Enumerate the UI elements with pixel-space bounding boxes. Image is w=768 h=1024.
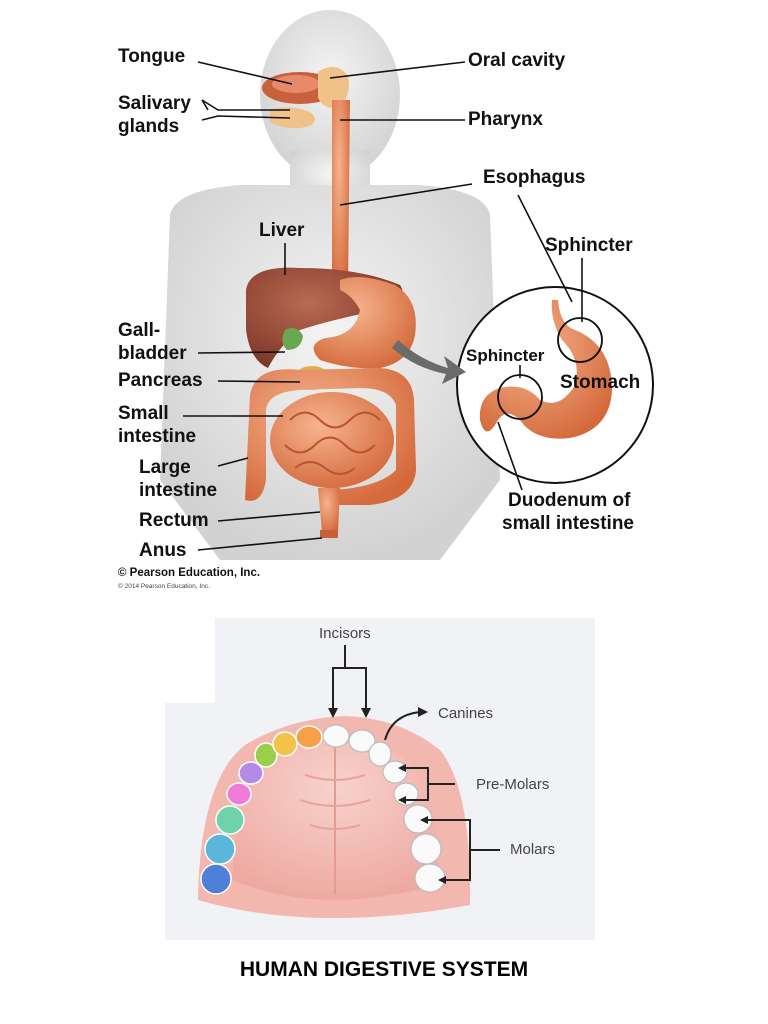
label-gallbladder-2: bladder xyxy=(118,343,187,364)
leader-lines xyxy=(183,61,583,551)
label-premolars: Pre-Molars xyxy=(476,776,550,793)
label-duodenum-1: Duodenum of xyxy=(508,490,631,511)
teeth-arrows xyxy=(332,645,500,881)
anus-shape xyxy=(320,530,338,538)
label-sphincter-lower: Sphincter xyxy=(466,346,545,365)
gallbladder-shape xyxy=(282,328,303,350)
label-esophagus: Esophagus xyxy=(483,167,586,188)
copyright-small: © 2014 Pearson Education, Inc. xyxy=(118,583,210,590)
label-anus: Anus xyxy=(139,540,187,561)
label-rectum: Rectum xyxy=(139,510,209,531)
label-large-intestine-1: Large xyxy=(139,457,191,478)
oral-cavity-shape xyxy=(262,66,349,129)
esophagus-shape xyxy=(332,100,350,290)
label-sphincter-upper: Sphincter xyxy=(545,235,633,256)
label-canines: Canines xyxy=(438,705,494,722)
label-molars: Molars xyxy=(510,841,556,858)
small-intestine-shape xyxy=(270,392,394,488)
label-small-intestine-1: Small xyxy=(118,403,169,424)
label-stomach: Stomach xyxy=(560,372,641,393)
label-large-intestine-2: intestine xyxy=(139,480,218,501)
label-incisors: Incisors xyxy=(319,625,371,642)
page-title: HUMAN DIGESTIVE SYSTEM xyxy=(239,958,529,981)
label-pancreas: Pancreas xyxy=(118,370,203,391)
label-small-intestine-2: intestine xyxy=(118,426,197,447)
label-gallbladder-1: Gall- xyxy=(118,320,161,341)
rectum-shape xyxy=(318,488,340,532)
label-salivary-glands-2: glands xyxy=(118,116,180,137)
stomach-shape xyxy=(313,276,416,369)
stomach-inset xyxy=(456,286,654,484)
label-tongue: Tongue xyxy=(118,46,186,67)
colored-teeth xyxy=(200,725,323,895)
inset-arrow-icon xyxy=(392,340,466,384)
label-salivary-glands-1: Salivary xyxy=(118,93,191,114)
arrowhead-icons xyxy=(328,707,446,884)
label-liver: Liver xyxy=(259,220,305,241)
label-pharynx: Pharynx xyxy=(468,109,543,130)
copyright: © Pearson Education, Inc. xyxy=(118,567,261,579)
label-oral-cavity: Oral cavity xyxy=(468,50,566,71)
label-duodenum-2: small intestine xyxy=(502,513,634,534)
